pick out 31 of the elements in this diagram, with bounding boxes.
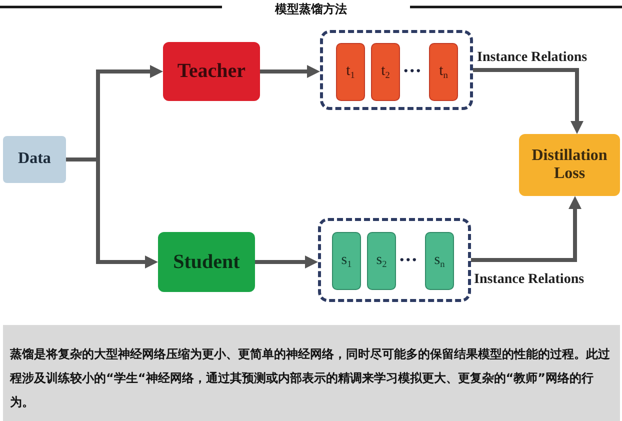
node-label: s$_{n}$ <box>434 252 445 270</box>
caption-text: 蒸馏是将复杂的大型神经网络压缩为更小、更简单的神经网络，同时尽可能多的保留结果模型的性能的过程。此过程涉及训练较小的“学生“神经网络，通过其预测或内部表示的精调来学习模拟更大、更复杂的“教师”网络的行为。 <box>10 346 611 411</box>
data-box <box>3 136 66 183</box>
output-box <box>425 232 454 290</box>
loss-box <box>519 134 620 196</box>
output-box <box>336 43 365 101</box>
node-label: t$_{2}$ <box>381 63 390 81</box>
arrow <box>260 65 320 78</box>
node-label: Student <box>173 250 240 274</box>
arrow <box>255 256 318 268</box>
arrow <box>66 158 158 268</box>
output-box <box>332 232 361 290</box>
node-label: s$_{2}$ <box>376 252 387 270</box>
arrow <box>473 68 584 134</box>
output-box <box>429 43 458 101</box>
ellipsis-text: ••• <box>399 255 418 267</box>
node-label: Teacher <box>177 60 246 83</box>
output-box <box>367 232 396 290</box>
arrow <box>471 196 582 262</box>
node-label: t$_{n}$ <box>439 63 448 81</box>
output-box <box>371 43 400 101</box>
node-label: s$_{1}$ <box>341 252 352 270</box>
ellipsis-text: ••• <box>403 66 422 78</box>
node-label: t$_{1}$ <box>346 63 355 81</box>
dashed-group-box <box>320 30 473 110</box>
node-label: Data <box>18 150 51 169</box>
dashed-group-box <box>318 218 471 302</box>
teacher-box <box>163 42 260 101</box>
node-label: Distillation Loss <box>530 146 608 184</box>
diagram-title: 模型蒸馏方法 <box>275 2 347 16</box>
student-box <box>158 232 255 292</box>
